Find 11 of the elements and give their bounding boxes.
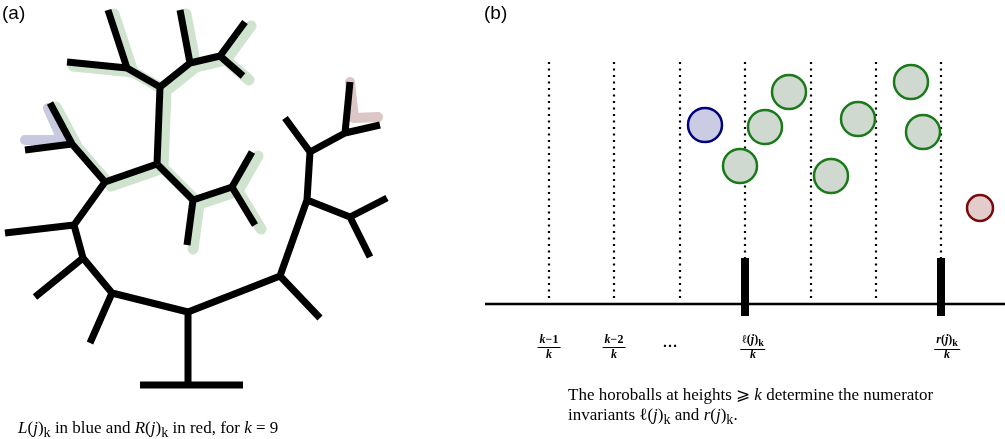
caption: L(j)$_{k}$ in blue and R(j)$_{k}$ in red, for k = 9 [18, 418, 279, 439]
panel-label: (b) [484, 2, 508, 24]
fraction-numerator: r(j)$_{k}$ [934, 333, 960, 350]
fraction-numerator: ℓ(j)$_{k}$ [740, 333, 766, 350]
fraction-numerator: k−2 [602, 333, 626, 348]
fraction-denominator: k [611, 348, 617, 362]
ellipsis: … [662, 334, 678, 352]
panel-label: (a) [2, 2, 26, 24]
fraction-numerator: k−1 [537, 333, 561, 348]
caption: The horoballs at heights ⩾ k determine the numerator invariants ℓ(j)$_{k}$ and r(j)$_{k}$. [568, 385, 935, 428]
fraction-denominator: k [546, 348, 552, 362]
